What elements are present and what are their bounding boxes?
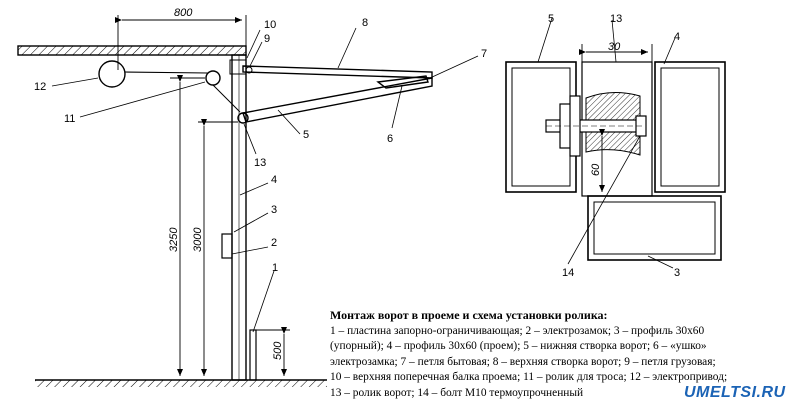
callout-8: 8 <box>362 17 368 29</box>
callout-6: 6 <box>387 133 393 145</box>
legend-line: электрозамка; 7 – петля бытовая; 8 – вер… <box>330 355 716 368</box>
roller-detail <box>505 61 726 261</box>
callout-7: 7 <box>481 48 487 60</box>
dimension-width-label: 800 <box>174 7 193 19</box>
detail-callout-5: 5 <box>548 13 554 25</box>
ground-line <box>35 379 327 387</box>
callout-11: 11 <box>64 113 75 125</box>
opening-post <box>221 54 257 381</box>
callout-13: 13 <box>254 157 266 169</box>
detail-leader-lines <box>537 17 676 269</box>
detail-callout-14: 14 <box>562 267 574 279</box>
callout-2: 2 <box>271 237 277 249</box>
detail-callout-4: 4 <box>674 31 680 43</box>
roller-dimensions <box>579 44 653 192</box>
ceiling-beam <box>17 45 247 56</box>
legend-line: 13 – ролик ворот; 14 – болт М10 термоупр… <box>330 386 584 399</box>
detail-callout-13: 13 <box>610 13 622 25</box>
callout-3: 3 <box>271 204 277 216</box>
legend-caption: Монтаж ворот в проеме и схема установки … <box>330 308 796 402</box>
callout-1: 1 <box>272 262 278 274</box>
dimension-height-total <box>170 75 205 376</box>
callout-5: 5 <box>303 129 309 141</box>
leader-lines <box>51 27 479 333</box>
dimension-lock-height-label: 500 <box>272 341 284 360</box>
legend-title: Монтаж ворот в проеме и схема установки … <box>330 308 608 322</box>
dimension-height-opening <box>198 119 238 376</box>
dimension-width <box>115 15 247 70</box>
site-watermark: UMELTSI.RU <box>684 384 786 401</box>
legend-line: 1 – пластина запорно-ограничивающая; 2 –… <box>330 324 705 337</box>
detail-callout-3: 3 <box>674 267 680 279</box>
roller-offset-label: 60 <box>590 163 602 176</box>
callout-12: 12 <box>34 81 46 93</box>
legend-line: 10 – верхняя поперечная балка проема; 11… <box>330 371 728 384</box>
callout-9: 9 <box>264 33 270 45</box>
dimension-height-opening-label: 3000 <box>192 227 204 252</box>
dimension-height-total-label: 3250 <box>168 227 180 252</box>
gate-leaves <box>98 59 433 124</box>
legend-line: (упорный); 4 – профиль 30х60 (проем); 5 … <box>330 340 707 353</box>
callout-4: 4 <box>271 174 277 186</box>
dimension-lock-height <box>256 327 290 376</box>
callout-10: 10 <box>264 19 276 31</box>
